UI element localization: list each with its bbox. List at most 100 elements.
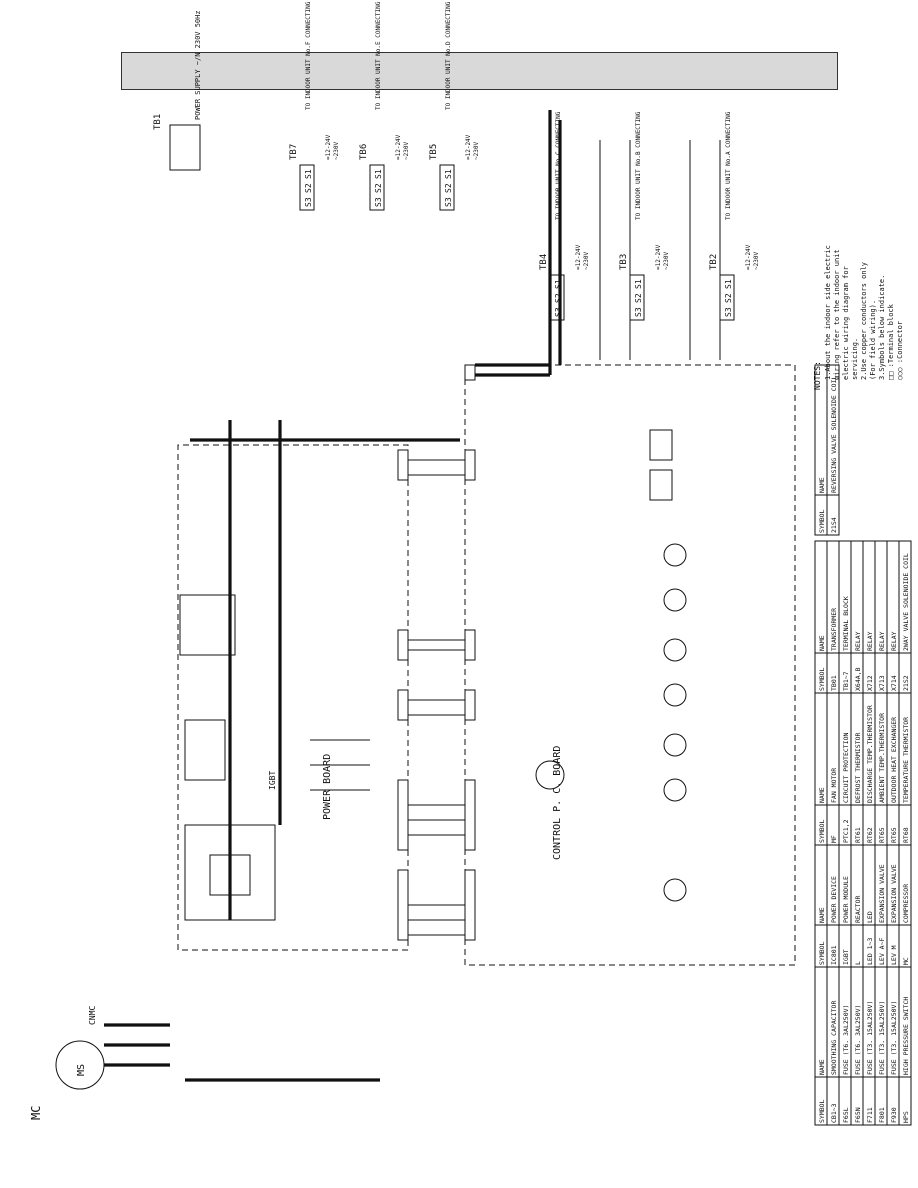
cn701-connector (464, 779, 476, 851)
control-connectors (464, 364, 476, 941)
table-cell: OUTDOOR HEAT EXCHANGER (890, 717, 898, 803)
table-cell: X713 (878, 675, 886, 691)
lev-c-motor (663, 638, 687, 662)
table-cell: RT65 (878, 827, 886, 843)
fan-motor (535, 760, 565, 790)
table-cell: X714 (890, 675, 898, 691)
note-line: electric wiring diagram for (842, 266, 850, 380)
table-cell: COMPRESSOR (902, 884, 910, 923)
table-cell: EXPANSION VALVE (878, 864, 886, 923)
table-cell: IC801 (830, 945, 838, 965)
table-cell: F930 (890, 1107, 898, 1123)
tb-voltage-ac: ~230V (753, 252, 760, 270)
tb-destination: TO INDOOR UNIT No.B CONNECTING (635, 111, 642, 220)
tb-terminal-label: S3 (634, 307, 643, 317)
diode-bridge (184, 719, 226, 781)
note-line: 2.Use copper conductors only (860, 262, 868, 380)
tb-voltage-ac: ~230V (583, 252, 590, 270)
tb1-terminal-block (169, 124, 201, 171)
tb-terminal-label: S2 (444, 183, 453, 193)
table-cell: RELAY (890, 631, 898, 651)
table-cell: RT62 (866, 827, 874, 843)
cn61-connector (464, 364, 476, 381)
tb-name: TB7 (289, 144, 299, 160)
tb-terminal-label: S2 (724, 293, 733, 303)
lev-motors (663, 543, 687, 902)
table-cell: IGBT (842, 949, 850, 965)
table-cell: TB01 (830, 675, 838, 691)
tb-box (719, 274, 735, 321)
tb-name: TB6 (359, 144, 369, 160)
note-line: 1.About the indoor side electric (824, 245, 832, 380)
cn801-connector (464, 689, 476, 721)
table-cell: X712 (866, 675, 874, 691)
tb-terminal-label: S2 (634, 293, 643, 303)
table-cell: RELAY (854, 631, 862, 651)
note-line: servicing. (851, 338, 859, 380)
tb-box (299, 164, 315, 211)
table-cell: HIGH PRESSURE SWITCH (902, 997, 910, 1075)
cn781-connector (464, 629, 476, 661)
tb-destination: TO INDOOR UNIT No.D CONNECTING (445, 1, 452, 110)
21s2-coil (649, 429, 673, 461)
tb-box (369, 164, 385, 211)
tb-terminal-label: S1 (724, 279, 733, 289)
table-cell: L (854, 961, 862, 965)
table-header-cell: SYMBOL (818, 941, 826, 965)
table-cell: LED 1~3 (866, 938, 874, 965)
table-cell: 21S2 (902, 675, 910, 691)
table-cell: PTC1,2 (842, 819, 850, 843)
tb-destination: TO INDOOR UNIT No.C CONNECTING (555, 111, 562, 220)
lev-m-motor (663, 878, 687, 902)
tb-terminal-label: S2 (554, 293, 563, 303)
tb-terminal-label: S3 (374, 197, 383, 207)
lev-e-motor (663, 733, 687, 757)
table-cell: FAN MOTOR (830, 768, 838, 803)
mc-label: MC (29, 1106, 43, 1120)
notes-block: NOTES:1.About the indoor side electric w… (813, 245, 904, 390)
table-cell: DISCHARGE TEMP.THERMISTOR (866, 705, 874, 803)
table-cell: RT61 (854, 827, 862, 843)
table-cell: TRANSFORMER (830, 608, 838, 651)
table-cell: DEFROST THERMISTOR (854, 732, 862, 803)
tb-terminal-label: S2 (304, 183, 313, 193)
ms-label: MS (76, 1064, 87, 1076)
table-cell: RT65 (890, 827, 898, 843)
igbt-label: IGBT (268, 771, 277, 790)
table-cell: RELAY (866, 631, 874, 651)
tb-voltage-ac: ~230V (663, 252, 670, 270)
page-header-bar (121, 52, 838, 90)
table-cell: TB1~7 (842, 671, 850, 691)
notes-title: NOTES: (813, 361, 822, 390)
tb-voltage-ac: ~230V (333, 142, 340, 160)
note-line: wiring refer to the indoor unit (833, 249, 841, 380)
table-header-cell: NAME (818, 1059, 826, 1075)
power-connectors (397, 449, 409, 941)
table-cell: EXPANSION VALVE (890, 864, 898, 923)
tb-voltage-dc: =12-24V (745, 244, 752, 270)
table-cell: FUSE (T3. 15AL250V) (878, 1001, 886, 1075)
table-cell: X64A,B (854, 667, 862, 691)
cn31-connector (397, 689, 409, 721)
tb-terminal-label: S1 (374, 169, 383, 179)
tb-terminal-label: S3 (304, 197, 313, 207)
table-cell: FUSE (T6. 3AL250V) (854, 1005, 862, 1075)
cn711-connector (464, 449, 476, 481)
table-cell: RELAY (878, 631, 886, 651)
table-cell: SMOOTHING CAPACITOR (830, 1001, 838, 1075)
table-header-cell: SYMBOL (818, 819, 826, 843)
table-cell: 21S4 (830, 517, 838, 533)
tb-voltage-dc: =12-24V (325, 134, 332, 160)
table-cell: REVERSING VALVE SOLENOIDE COIL (830, 376, 838, 493)
tb-voltage-ac: ~230V (473, 142, 480, 160)
table-cell: F65L (842, 1107, 850, 1123)
table-cell: MF (830, 835, 838, 843)
table-cell: LED (866, 911, 874, 923)
table-cell: LEV M (890, 945, 898, 965)
